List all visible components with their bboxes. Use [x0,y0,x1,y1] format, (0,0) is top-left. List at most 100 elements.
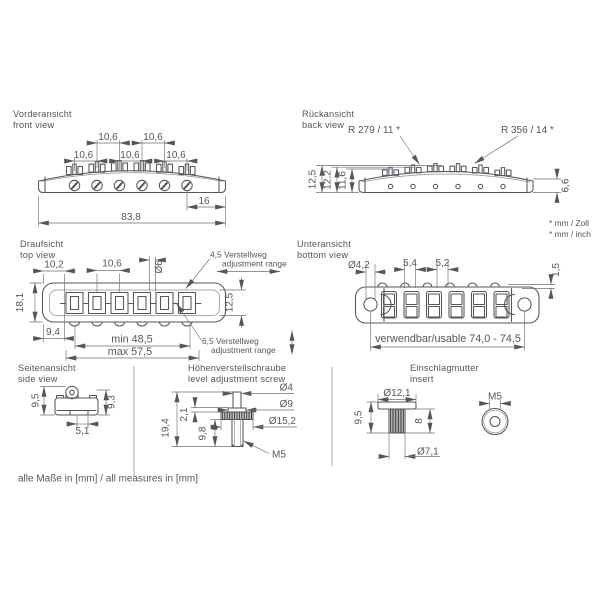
screw-body [220,391,254,448]
screw-title-en: level adjustment screw [188,374,285,384]
front-intonation-screws [72,159,190,176]
screw-dim-height: 19,4 [161,418,172,438]
bottom-dimensions [355,262,555,351]
back-dim-h-body: 11,6 [338,171,349,190]
front-view-title-de: Vorderansicht [13,109,72,119]
top-note-adj65-de: 6,5 Verstellweg [202,336,259,346]
bottom-dim-usable: verwendbar/usable 74,0 - 74,5 [375,333,521,345]
footnote-zoll: * mm / Zoll [549,218,589,228]
insert-body [377,401,417,434]
insert-dimensions [366,394,440,459]
bottom-dim-lip: 1,5 [551,263,562,277]
screw-title-de: Höhenverstellschraube [188,363,286,373]
bottom-dim-slot-b: 5,2 [436,258,450,269]
back-view-title-de: Rückansicht [302,109,354,119]
front-dim-pitch-2: 10,6 [143,132,163,143]
footnote-inch: * mm / inch [549,229,591,239]
insert-dim-body-dia: Ø7,1 [417,447,439,458]
back-holes [387,183,506,190]
back-dimensions [316,135,561,203]
bottom-dim-hole-dia: Ø4,2 [348,260,370,271]
front-dim-overall: 83,8 [121,212,141,223]
front-dimensions [38,140,226,227]
back-intonation-screws [388,163,506,177]
screw-thread-shaft [231,418,244,448]
top-dimensions [29,256,295,361]
bottom-view: Unteransicht bottom view Ø [297,239,562,351]
insert-top-view [481,407,509,436]
back-view: Rückansicht back view R 279 / 11 * R 356… [302,109,591,239]
insert-view: Einschlagmutter insert Ø12,1 9,5 8 Ø7,1 [354,363,511,459]
back-dim-h-total: 12,5 [308,169,319,189]
back-dim-radius-small: R 279 / 11 * [348,125,400,136]
screw-dim-shoulder-dia: Ø9 [280,399,294,410]
screw-dim-thread: M5 [272,450,286,461]
bottom-view-title-en: bottom view [297,250,348,260]
back-bridge-body [358,163,534,194]
top-dim-channel: 12,5 [225,292,236,312]
top-dim-screw-dia: Ø6 [154,260,165,274]
insert-dim-h-total: 9,5 [354,410,365,424]
screw-view: Höhenverstellschraube level adjustment s… [161,363,297,461]
insert-dim-flange-dia: Ø12,1 [383,388,411,399]
front-dim-pitch-3: 10,6 [74,150,94,161]
side-dim-h-left: 9,5 [31,393,42,407]
insert-dim-h-body: 8 [414,418,425,424]
bottom-bridge-body [354,282,540,324]
side-view-title-en: side view [18,374,58,384]
front-view-title-en: front view [13,120,54,130]
bottom-dim-slot-a: 5,4 [403,258,417,269]
top-dim-max: max 57,5 [108,346,152,358]
side-wheel [65,385,79,400]
back-dim-h-end: 6,6 [561,178,572,192]
side-view-title-de: Seitenansicht [18,363,76,373]
front-dim-end: 16 [198,196,210,207]
top-dim-pitch: 10,6 [102,259,122,270]
top-dim-min: min 48,5 [111,334,152,346]
screw-dim-tip-dia: Ø4 [280,383,294,394]
side-dimensions [40,386,110,428]
side-view: Seitenansicht side view 9,5 9,3 5,1 [18,363,118,437]
front-dim-pitch-1: 10,6 [98,132,118,143]
top-bridge-body [41,282,227,327]
insert-top-dimensions [479,400,511,410]
screw-dimensions [171,391,297,454]
top-note-adj65-en: adjustment range [211,345,276,355]
bottom-screw-bumps [377,282,501,288]
front-saddle-tabs [65,162,196,176]
top-note-adj45-de: 4,5 Verstellweg [210,250,267,260]
top-view: Draufsicht top view [15,239,295,361]
side-dim-foot: 5,1 [76,426,90,437]
back-dim-h-mid: 12,2 [323,170,334,190]
screw-dim-wheel-dia: Ø15,2 [269,416,297,427]
front-dim-pitch-5: 10,6 [166,150,186,161]
front-screw-heads [68,179,193,192]
side-dim-h-right: 9,3 [107,395,118,409]
top-view-title-en: top view [20,250,55,260]
bottom-post-hole-right [517,297,532,312]
screw-dim-collar: 2,1 [179,407,190,421]
side-saddle-body [54,385,99,416]
insert-dim-thread: M5 [488,392,502,403]
insert-title-en: insert [410,374,434,384]
back-view-title-en: back view [302,120,344,130]
front-dim-pitch-4: 10,6 [120,150,140,161]
top-dim-width: 18,1 [15,292,26,312]
top-view-title-de: Draufsicht [20,239,64,249]
top-note-adj45-en: adjustment range [222,259,287,269]
bottom-view-title-de: Unteransicht [297,239,351,249]
units-note: alle Maße in [mm] / all measures in [mm] [18,474,198,485]
bottom-post-hole-left [363,297,378,312]
bottom-saddle-windows [380,290,510,319]
back-dim-radius-large: R 356 / 14 * [501,125,554,136]
top-dim-edge: 9,4 [46,327,60,338]
top-saddles [59,291,202,315]
front-view: Vorderansicht front view 10, [13,109,227,227]
screw-dim-shaft: 9,8 [198,426,209,440]
insert-title-de: Einschlagmutter [410,363,479,373]
top-dim-edge-to-screw: 10,2 [44,260,64,271]
front-bridge-body [37,159,227,194]
back-saddle-tabs [381,165,512,177]
